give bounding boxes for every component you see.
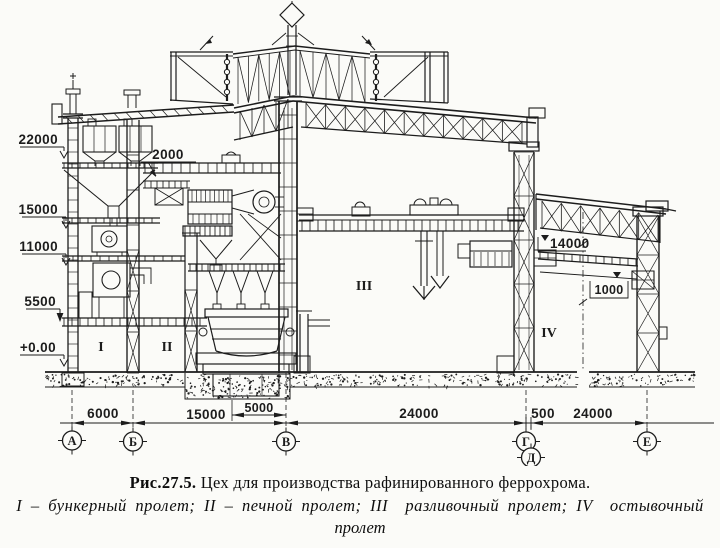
- elevation-22000-label: 22000: [18, 132, 58, 147]
- furnace-machinery: [143, 180, 284, 272]
- axis-extension-lines: [71, 373, 648, 447]
- column-axis-g: [496, 141, 557, 374]
- bay-2-label: II: [162, 340, 173, 355]
- axis-v-label: В: [282, 435, 290, 449]
- roof-monitor-lantern: [169, 1, 449, 105]
- figure-title: Цех для производства рафинированного фер…: [196, 473, 591, 492]
- bay-3-label: III: [356, 279, 372, 294]
- elevation-0-label: +0.00: [20, 340, 56, 355]
- cooling-bay: [535, 193, 677, 373]
- axis-circles: [58, 426, 661, 466]
- dimension-lines: [60, 400, 714, 429]
- dim-24000b-label: 24000: [573, 406, 613, 421]
- section-drawing: 22000 15000 11000 5500 +0.00 14000 2000 …: [18, 1, 714, 466]
- column-axis-a: [61, 73, 85, 387]
- monorail-beam: [141, 151, 281, 177]
- dim-6000-label: 6000: [87, 406, 119, 421]
- elevation-11000-label: 11000: [19, 239, 58, 254]
- elevation-15000-label: 15000: [18, 202, 58, 217]
- axis-d-label: Д: [527, 451, 536, 465]
- figure-number: Рис.27.5.: [129, 473, 197, 492]
- figure-legend-tail: пролет: [334, 518, 386, 537]
- dim-15000-label: 15000: [186, 407, 226, 422]
- dim-1000-label: 1000: [594, 283, 623, 297]
- dim-2000-label: 2000: [152, 147, 184, 162]
- axis-b-label: Б: [129, 435, 137, 449]
- dim-24000a-label: 24000: [399, 406, 439, 421]
- figure-caption: Рис.27.5. Цех для производства рафиниров…: [0, 473, 720, 493]
- axis-e-label: Е: [643, 435, 651, 449]
- column-axis-b: [126, 120, 140, 374]
- dim-500-label: 500: [531, 406, 555, 421]
- main-roof-truss: [233, 95, 546, 148]
- elevation-14000-label: 14000: [550, 236, 590, 251]
- axis-a-label: А: [67, 434, 76, 448]
- bay-1-label: I: [98, 340, 103, 355]
- furnace-vessel: [188, 263, 330, 397]
- ground-hatch: [45, 371, 696, 400]
- elevation-5500-label: 5500: [24, 294, 56, 309]
- axis-g-label: Г: [522, 435, 530, 449]
- casting-bay-crane: [299, 197, 525, 301]
- bunker-tower-interior: [62, 118, 207, 327]
- elevation-markers: [20, 146, 629, 368]
- figure-legend: I – бункерный пролет; II – печной пролет…: [16, 496, 704, 515]
- column-axis-v: [274, 96, 314, 373]
- dim-5000-label: 5000: [244, 401, 273, 415]
- bay-4-label: IV: [541, 326, 557, 341]
- bunker-tower-roof: [51, 89, 235, 125]
- furnace-bay-wall: [182, 232, 200, 373]
